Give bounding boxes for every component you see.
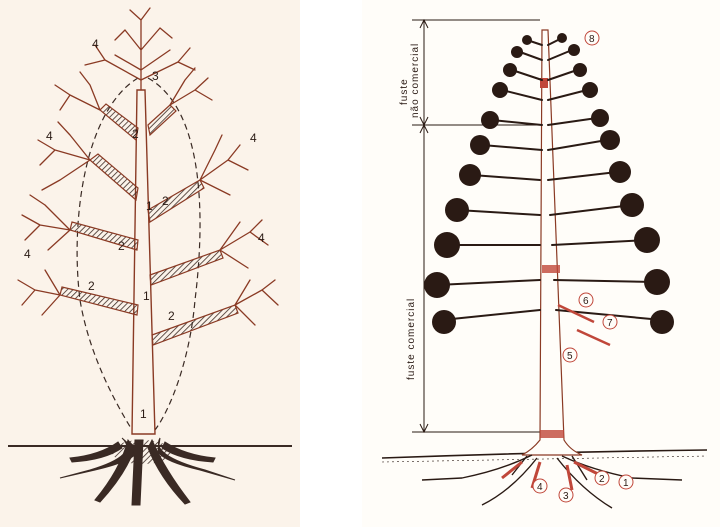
conifer-tree-diagram: fuste não comercial fuste comercial	[362, 0, 720, 527]
svg-text:4: 4	[537, 482, 543, 493]
label-2-d: 2	[88, 279, 95, 293]
circle-label-3: 3	[559, 488, 573, 502]
label-4-left-lower: 4	[24, 247, 31, 261]
root-system	[60, 438, 235, 505]
label-2-a: 2	[132, 127, 139, 141]
label-4-top: 4	[92, 37, 99, 51]
fuste-comercial-label: fuste comercial	[406, 298, 417, 380]
label-2-c: 2	[118, 239, 125, 253]
root-system	[422, 455, 682, 508]
label-4-right-upper: 4	[250, 131, 257, 145]
svg-text:1: 1	[623, 478, 629, 489]
left-tree-panel: 1 1 1 2 2 2 2 2 3 4 4 4 4 4	[0, 0, 300, 527]
label-2-b: 2	[162, 194, 169, 208]
svg-text:2: 2	[599, 474, 605, 485]
trunk	[132, 90, 155, 434]
svg-text:5: 5	[567, 351, 573, 362]
circle-label-4: 4	[533, 479, 547, 493]
label-1-mid: 1	[143, 289, 150, 303]
dimension-lines	[412, 20, 540, 432]
fuste-nao-comercial-line2: não comercial	[410, 43, 421, 118]
svg-text:3: 3	[563, 491, 569, 502]
right-tree-panel: fuste não comercial fuste comercial	[362, 0, 720, 527]
deciduous-tree-diagram: 1 1 1 2 2 2 2 2 3 4 4 4 4 4	[0, 0, 300, 527]
circle-label-1: 1	[619, 475, 633, 489]
svg-text:7: 7	[607, 318, 613, 329]
label-1-upper: 1	[146, 199, 153, 213]
svg-text:6: 6	[583, 296, 589, 307]
label-2-e: 2	[168, 309, 175, 323]
label-3: 3	[152, 69, 159, 83]
circle-label-5: 5	[563, 348, 577, 362]
label-1-base: 1	[140, 407, 147, 421]
fuste-nao-comercial-line1: fuste	[399, 78, 410, 105]
circle-label-2: 2	[595, 471, 609, 485]
circle-label-7: 7	[603, 315, 617, 329]
label-4-left-upper: 4	[46, 129, 53, 143]
circle-label-6: 6	[579, 293, 593, 307]
svg-text:8: 8	[589, 34, 595, 45]
circle-label-8: 8	[585, 31, 599, 45]
label-4-right-lower: 4	[258, 231, 265, 245]
